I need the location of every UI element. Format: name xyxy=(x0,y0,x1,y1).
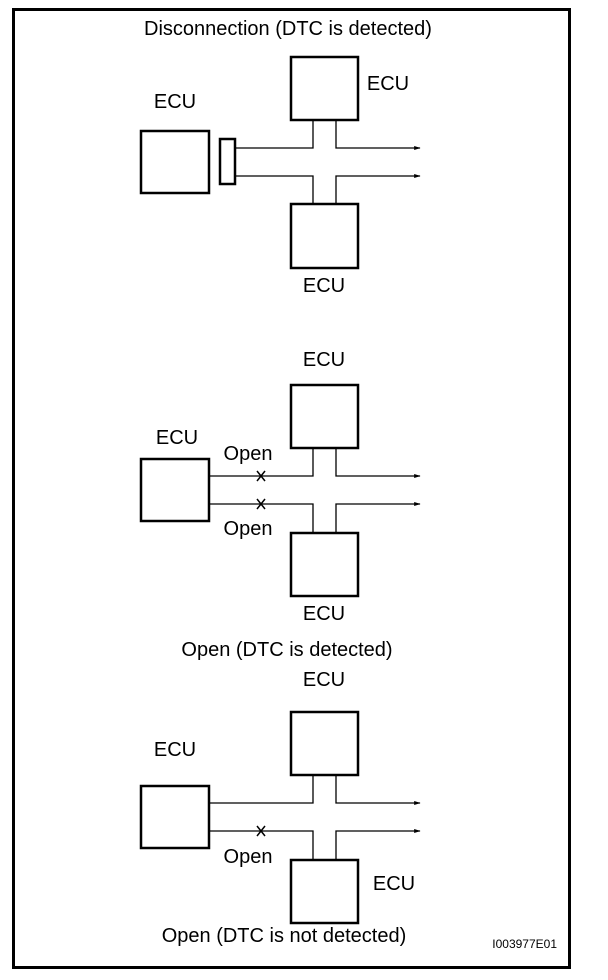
ecu-box-left xyxy=(139,784,211,850)
open-label: Open xyxy=(224,846,273,868)
ecu-box-top xyxy=(289,55,360,122)
ecu-label-bottom: ECU xyxy=(303,603,345,625)
open-break-mark-lower xyxy=(256,498,266,510)
bus-wires xyxy=(209,775,421,860)
ecu-label-bottom: ECU xyxy=(373,873,415,895)
open-label-lower: Open xyxy=(224,518,273,540)
open-break-mark xyxy=(256,825,266,837)
ecu-box-top xyxy=(289,710,360,777)
panel-disconnection: Disconnection (DTC is detected) ECU ECU … xyxy=(139,18,432,297)
ecu-label-bottom: ECU xyxy=(303,275,345,297)
ecu-box-top xyxy=(289,383,360,450)
open-label-upper: Open xyxy=(224,443,273,465)
panel-open-not-detected: ECU ECU ECU Open Open (DTC is not detect… xyxy=(139,669,421,947)
disconnected-connector xyxy=(218,137,237,186)
figure-id: I003977E01 xyxy=(492,937,557,951)
ecu-label-top: ECU xyxy=(303,349,345,371)
ecu-box-left xyxy=(139,129,211,195)
panel-open-detected: ECU ECU ECU Open Open Open (DTC is detec… xyxy=(139,349,421,661)
diagram-frame xyxy=(12,8,571,969)
panel-title: Open (DTC is detected) xyxy=(181,639,392,661)
ecu-box-bottom xyxy=(289,531,360,598)
ecu-label-top: ECU xyxy=(303,669,345,691)
ecu-box-bottom xyxy=(289,858,360,925)
ecu-box-left xyxy=(139,457,211,523)
ecu-label-left: ECU xyxy=(154,91,196,113)
open-break-mark-upper xyxy=(256,470,266,482)
ecu-label-top: ECU xyxy=(367,73,409,95)
ecu-label-left: ECU xyxy=(156,427,198,449)
panel-title: Open (DTC is not detected) xyxy=(162,925,407,947)
bus-wires xyxy=(235,120,421,204)
bus-wires xyxy=(209,448,421,533)
panel-title: Disconnection (DTC is detected) xyxy=(144,18,432,40)
ecu-box-bottom xyxy=(289,202,360,270)
ecu-label-left: ECU xyxy=(154,739,196,761)
